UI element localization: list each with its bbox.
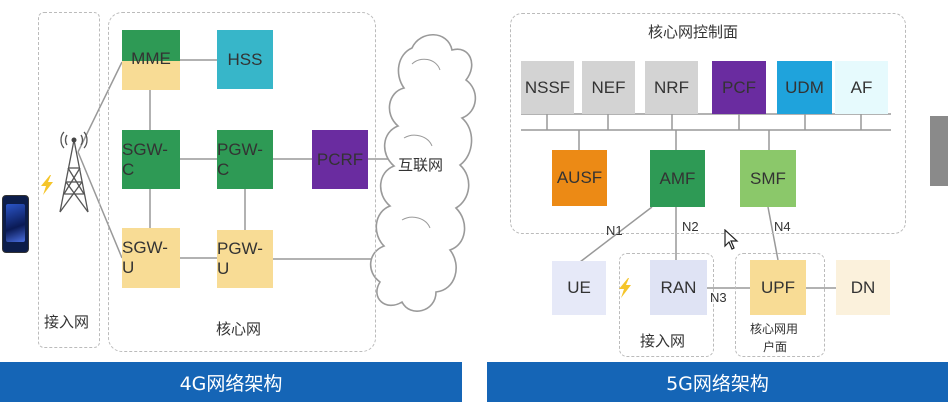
node-upf: UPF <box>750 260 806 315</box>
wireless-lightning-icon-5g <box>619 278 631 298</box>
link-label-n3: N3 <box>710 290 727 305</box>
core-network-label-4g: 核心网 <box>216 320 262 338</box>
core-network-box-4g <box>108 12 376 352</box>
user-plane-box-5g <box>735 253 825 357</box>
node-pgw-c: PGW-C <box>217 130 273 189</box>
cell-tower-icon <box>59 131 89 213</box>
phone-icon <box>2 195 29 253</box>
access-network-label-5g: 接入网 <box>640 332 686 350</box>
line-tower-sgwu <box>77 151 123 259</box>
link-label-n4: N4 <box>774 219 791 234</box>
access-network-box-5g <box>619 253 714 357</box>
node-ausf: AUSF <box>552 150 607 206</box>
node-hss: HSS <box>217 30 273 89</box>
line-tower-mme <box>77 61 123 153</box>
banner-5g: 5G网络架构 <box>487 362 948 402</box>
internet-cloud-icon <box>369 34 477 312</box>
wireless-lightning-icon <box>41 175 53 195</box>
control-plane-box-5g <box>510 13 906 234</box>
access-network-label-4g: 接入网 <box>44 313 90 331</box>
node-smf: SMF <box>740 150 796 207</box>
mouse-cursor-icon <box>724 229 739 250</box>
node-amf: AMF <box>650 150 705 207</box>
node-sgw-u: SGW-U <box>122 228 180 288</box>
node-pcf: PCF <box>712 61 766 114</box>
node-ue: UE <box>552 261 606 315</box>
node-mme: MME <box>122 30 180 90</box>
internet-label: 互联网 <box>398 156 444 174</box>
node-af: AF <box>835 61 888 114</box>
node-ran: RAN <box>650 260 707 315</box>
side-scroll-tab[interactable] <box>930 116 948 186</box>
banner-4g: 4G网络架构 <box>0 362 462 402</box>
node-pgw-u: PGW-U <box>217 230 273 288</box>
link-label-n1: N1 <box>606 223 623 238</box>
node-pcrf: PCRF <box>312 130 368 189</box>
user-plane-label-line1: 核心网用 <box>750 322 799 336</box>
line-n1 <box>579 206 653 263</box>
user-plane-label-line2: 户面 <box>763 340 788 354</box>
control-plane-label: 核心网控制面 <box>648 23 739 41</box>
link-label-n2: N2 <box>682 219 699 234</box>
node-nssf: NSSF <box>521 61 574 114</box>
node-udm: UDM <box>777 61 832 114</box>
node-nef: NEF <box>582 61 635 114</box>
node-sgw-c: SGW-C <box>122 130 180 189</box>
node-nrf: NRF <box>645 61 698 114</box>
node-dn: DN <box>836 260 890 315</box>
access-network-box-4g <box>38 12 100 348</box>
